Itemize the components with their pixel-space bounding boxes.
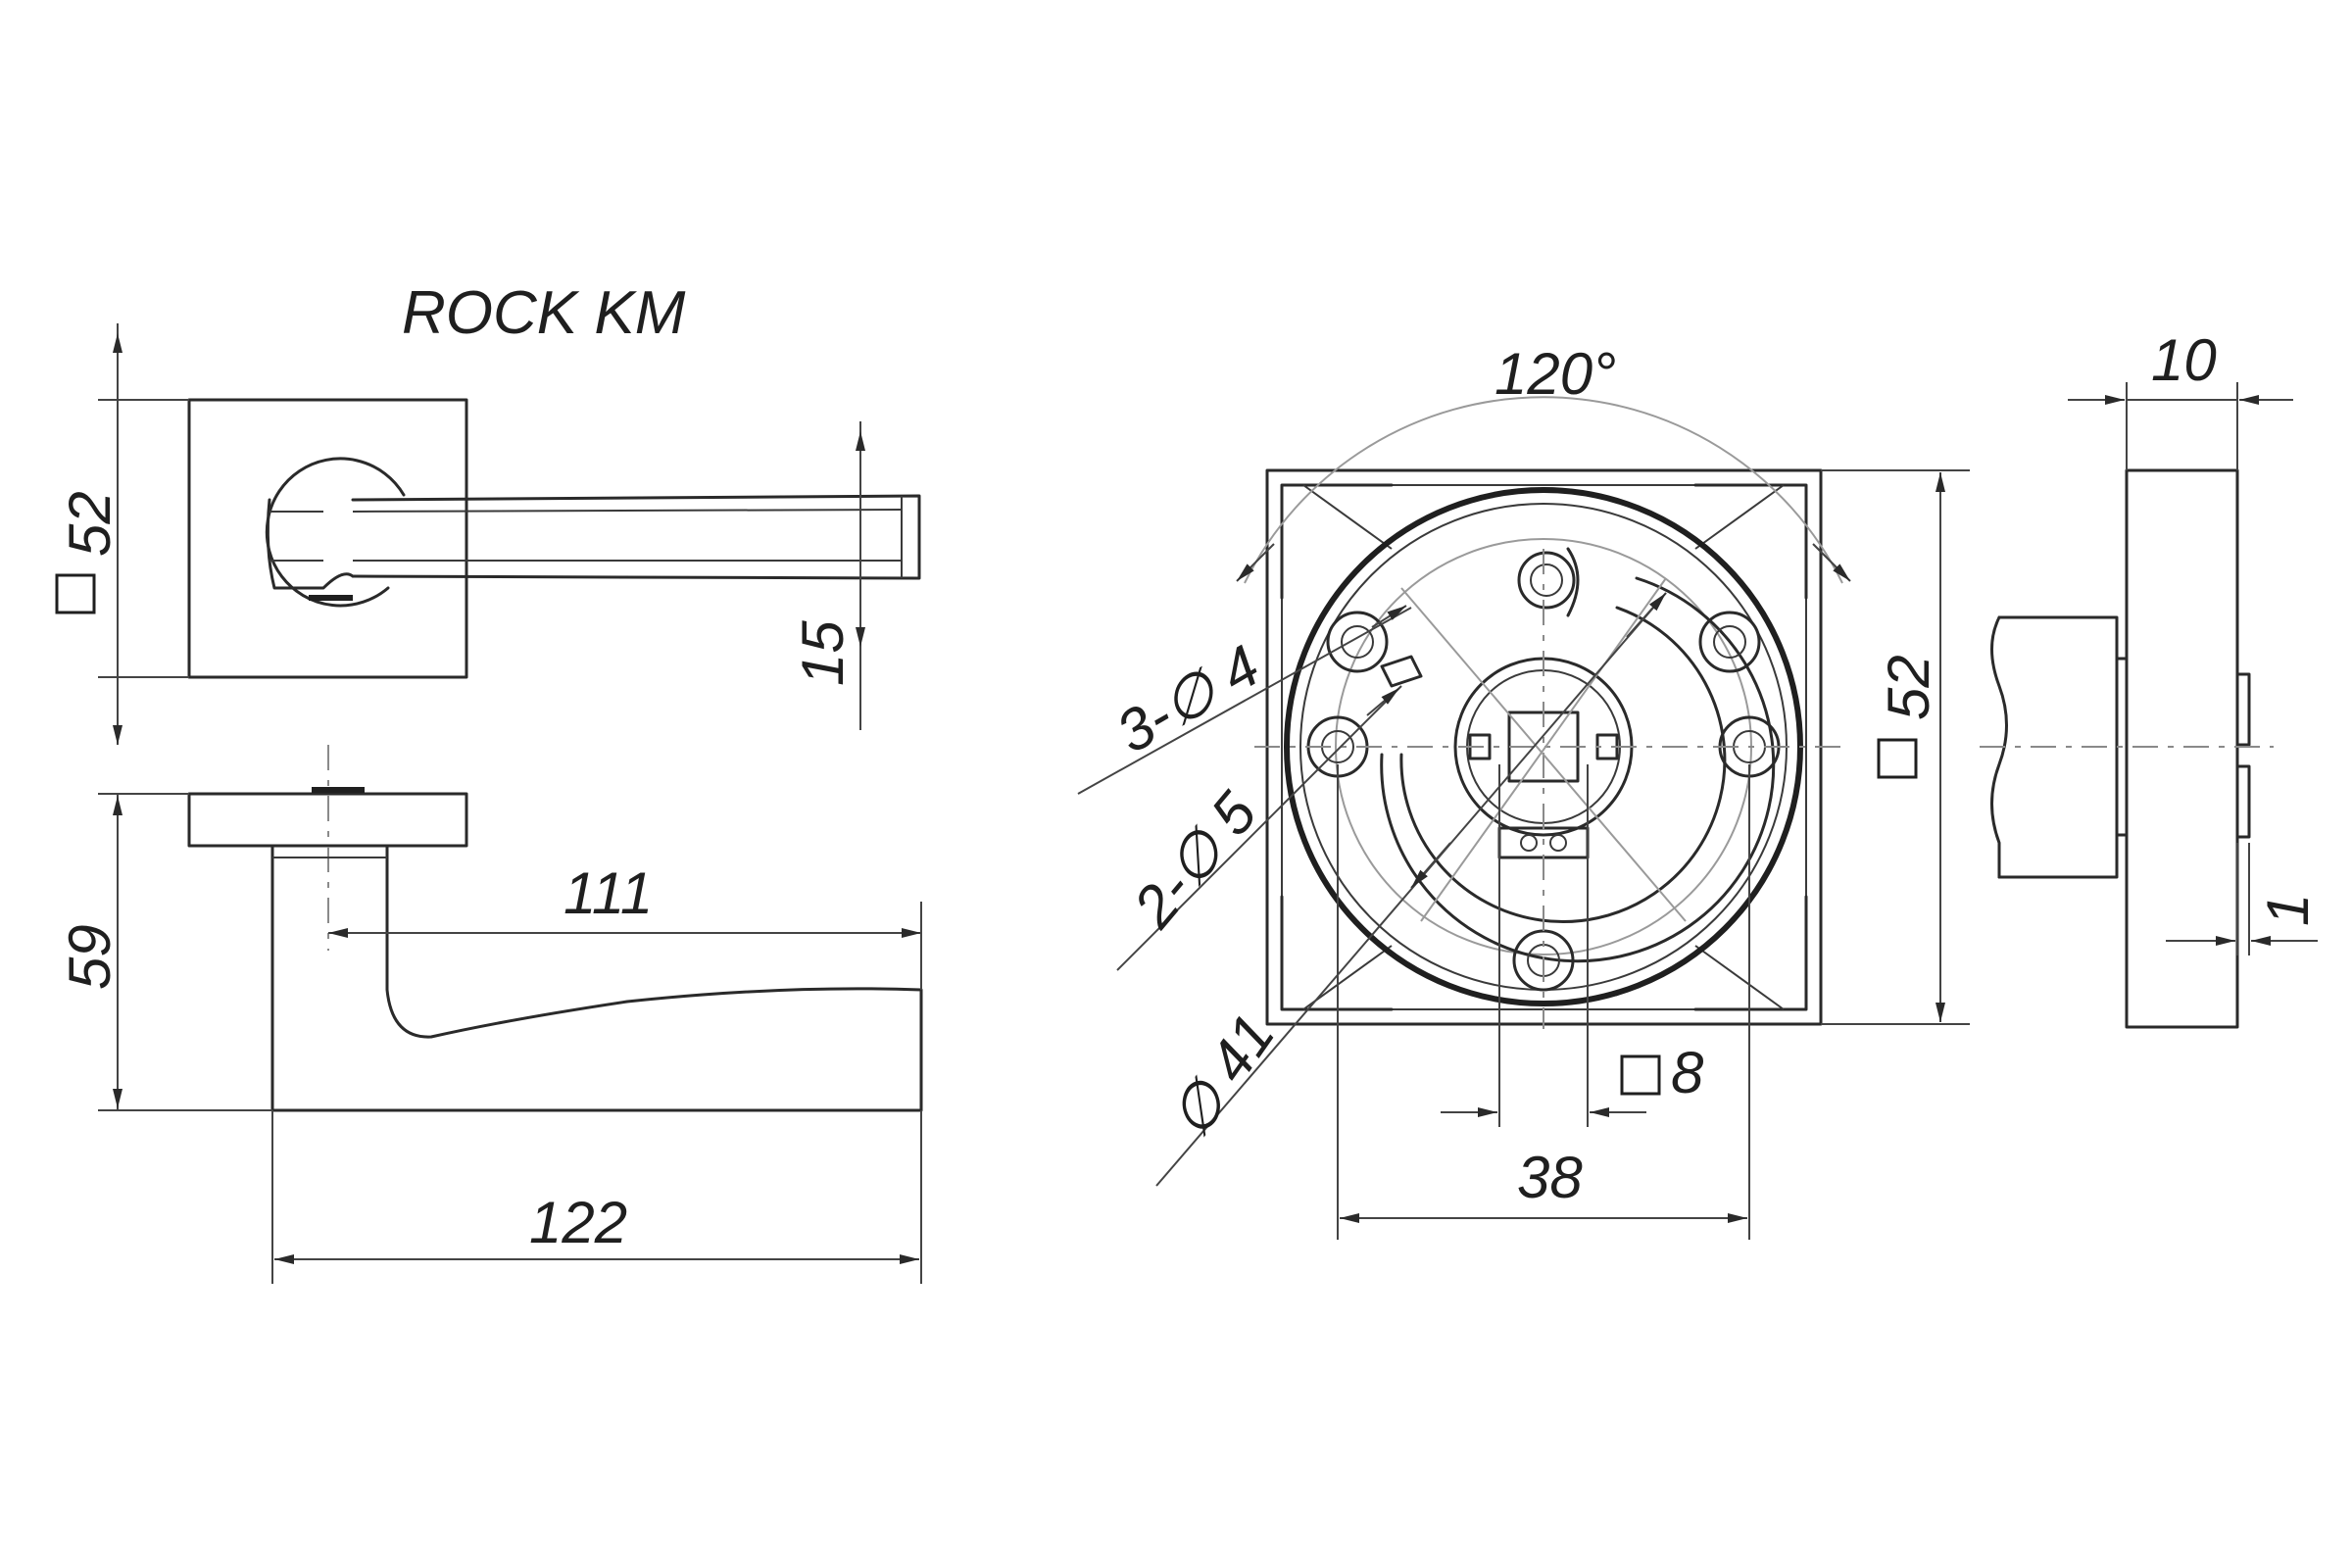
dim-lever-reach: 111 <box>328 860 922 990</box>
dim-rose-depth: 10 <box>2068 327 2293 470</box>
square-symbol-icon <box>1877 738 1918 779</box>
dim-plate-square-label: 52 <box>1876 655 1941 720</box>
square-symbol-icon <box>55 573 96 614</box>
dim-rotation-angle-label: 120° <box>1494 341 1616 407</box>
dim-overall-length-label: 122 <box>529 1190 627 1255</box>
dim-rose-square-top: 52 <box>55 323 189 745</box>
rose-front-view <box>1244 396 1843 1029</box>
dim-hole-spacing: 38 <box>1337 764 1750 1240</box>
dim-overall-length: 122 <box>271 1110 922 1284</box>
dim-hole-spacing-label: 38 <box>1517 1145 1583 1210</box>
dim-offset: 1 <box>2166 843 2321 956</box>
callout-holes-small-label: 3-∅ 4 <box>1105 632 1270 765</box>
dim-rose-square-label: 52 <box>57 491 122 557</box>
rose-section-view <box>1980 468 2274 1029</box>
dim-lever-thickness: 15 <box>790 421 865 730</box>
dim-spindle-square-label: 8 <box>1671 1040 1704 1105</box>
dim-rotation-angle: 120° <box>1236 341 1851 582</box>
dim-projection-label: 59 <box>57 924 122 990</box>
dim-rose-depth-label: 10 <box>2151 327 2217 393</box>
top-view-handle <box>187 398 921 679</box>
square-symbol-icon <box>1620 1054 1661 1096</box>
dim-lever-reach-label: 111 <box>564 860 653 926</box>
side-view-handle <box>187 745 923 1112</box>
dim-offset-label: 1 <box>2255 894 2321 926</box>
callout-holes-large-label: 2-∅ 5 <box>1120 780 1269 941</box>
dim-projection: 59 <box>57 793 272 1111</box>
dim-spindle-square: 8 <box>1441 764 1704 1127</box>
dim-lever-thickness-label: 15 <box>790 620 856 686</box>
dim-plate-square: 52 <box>1821 469 1970 1025</box>
title-rock-km: ROCK KM <box>402 279 686 347</box>
